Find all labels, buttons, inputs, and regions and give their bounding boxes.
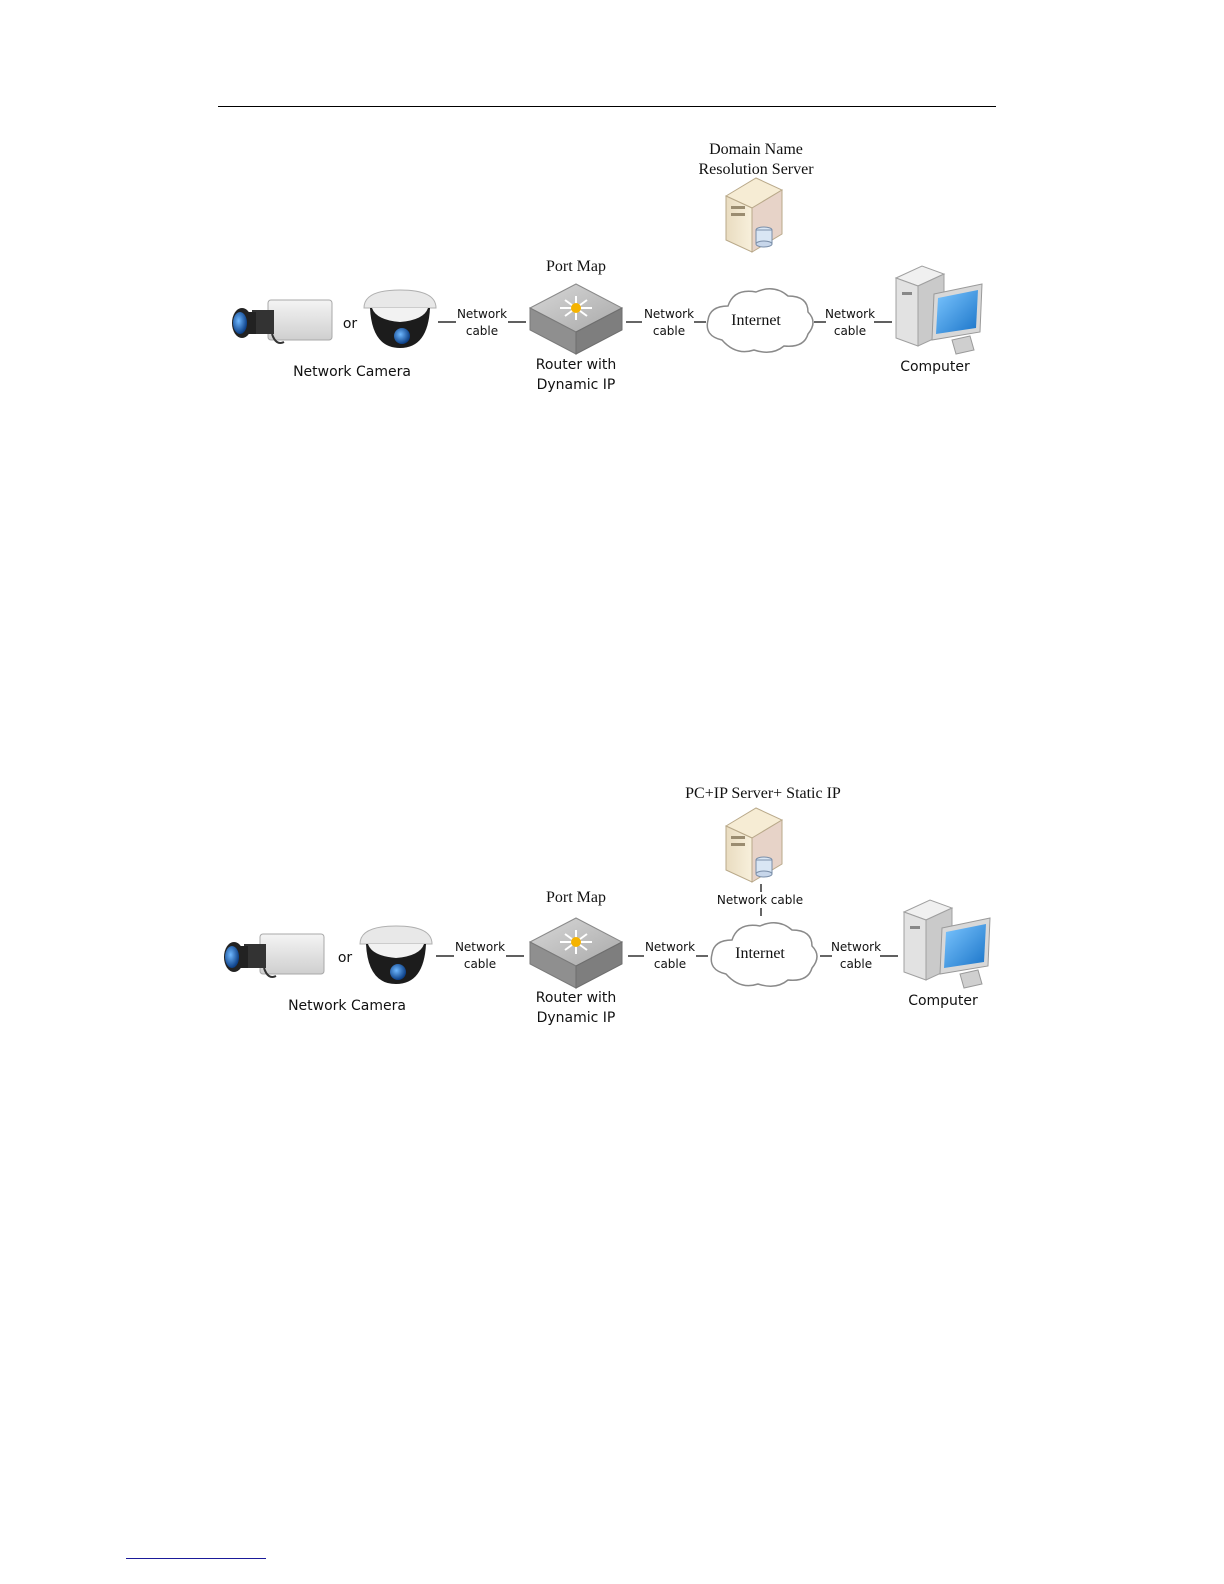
dns-server-label-line1: Domain Name [709,141,803,158]
cable-label-line2: cable [840,957,872,971]
cable-label-line2: cable [834,324,866,338]
cable-label-line2: cable [653,324,685,338]
cable-label-line2: cable [464,957,496,971]
header-rule [218,106,996,107]
cable-label-line1: Network [457,307,507,321]
dns-server-label-line2: Resolution Server [698,161,814,178]
network-diagram-ip-server: PC+IP Server+ Static IP Network cable Po… [0,776,1224,1046]
cable-label-line1: Network [831,940,881,954]
network-camera-label: Network Camera [288,998,406,1014]
box-camera-icon [232,300,332,343]
router-icon [530,918,622,988]
cable-label-line1: Network [644,307,694,321]
computer-icon [896,266,982,354]
router-label-line2: Dynamic IP [537,1010,616,1026]
router-icon [530,284,622,354]
server-icon [726,808,782,882]
dome-camera-icon [360,926,432,984]
network-diagram-ddns: Domain Name Resolution Server Port Map o… [0,130,1224,410]
cable-label-line1: Network [825,307,875,321]
computer-label: Computer [900,359,970,375]
router-label-line1: Router with [536,990,617,1006]
internet-label: Internet [735,945,785,962]
port-map-label: Port Map [546,889,606,906]
cable-label-line2: cable [466,324,498,338]
or-label: or [338,950,353,966]
internet-label: Internet [731,312,781,329]
cable-label-line1: Network [455,940,505,954]
footnote-rule [126,1558,266,1559]
dome-camera-icon [364,290,436,348]
router-label-line1: Router with [536,357,617,373]
ip-server-label: PC+IP Server+ Static IP [685,785,841,802]
server-icon [726,178,782,252]
router-label-line2: Dynamic IP [537,377,616,393]
network-camera-label: Network Camera [293,364,411,380]
cable-label-line1: Network [645,940,695,954]
computer-label: Computer [908,993,978,1009]
computer-icon [904,900,990,988]
box-camera-icon [224,934,324,977]
port-map-label: Port Map [546,258,606,275]
or-label: or [343,316,358,332]
server-cable-label: Network cable [717,893,803,907]
cable-label-line2: cable [654,957,686,971]
